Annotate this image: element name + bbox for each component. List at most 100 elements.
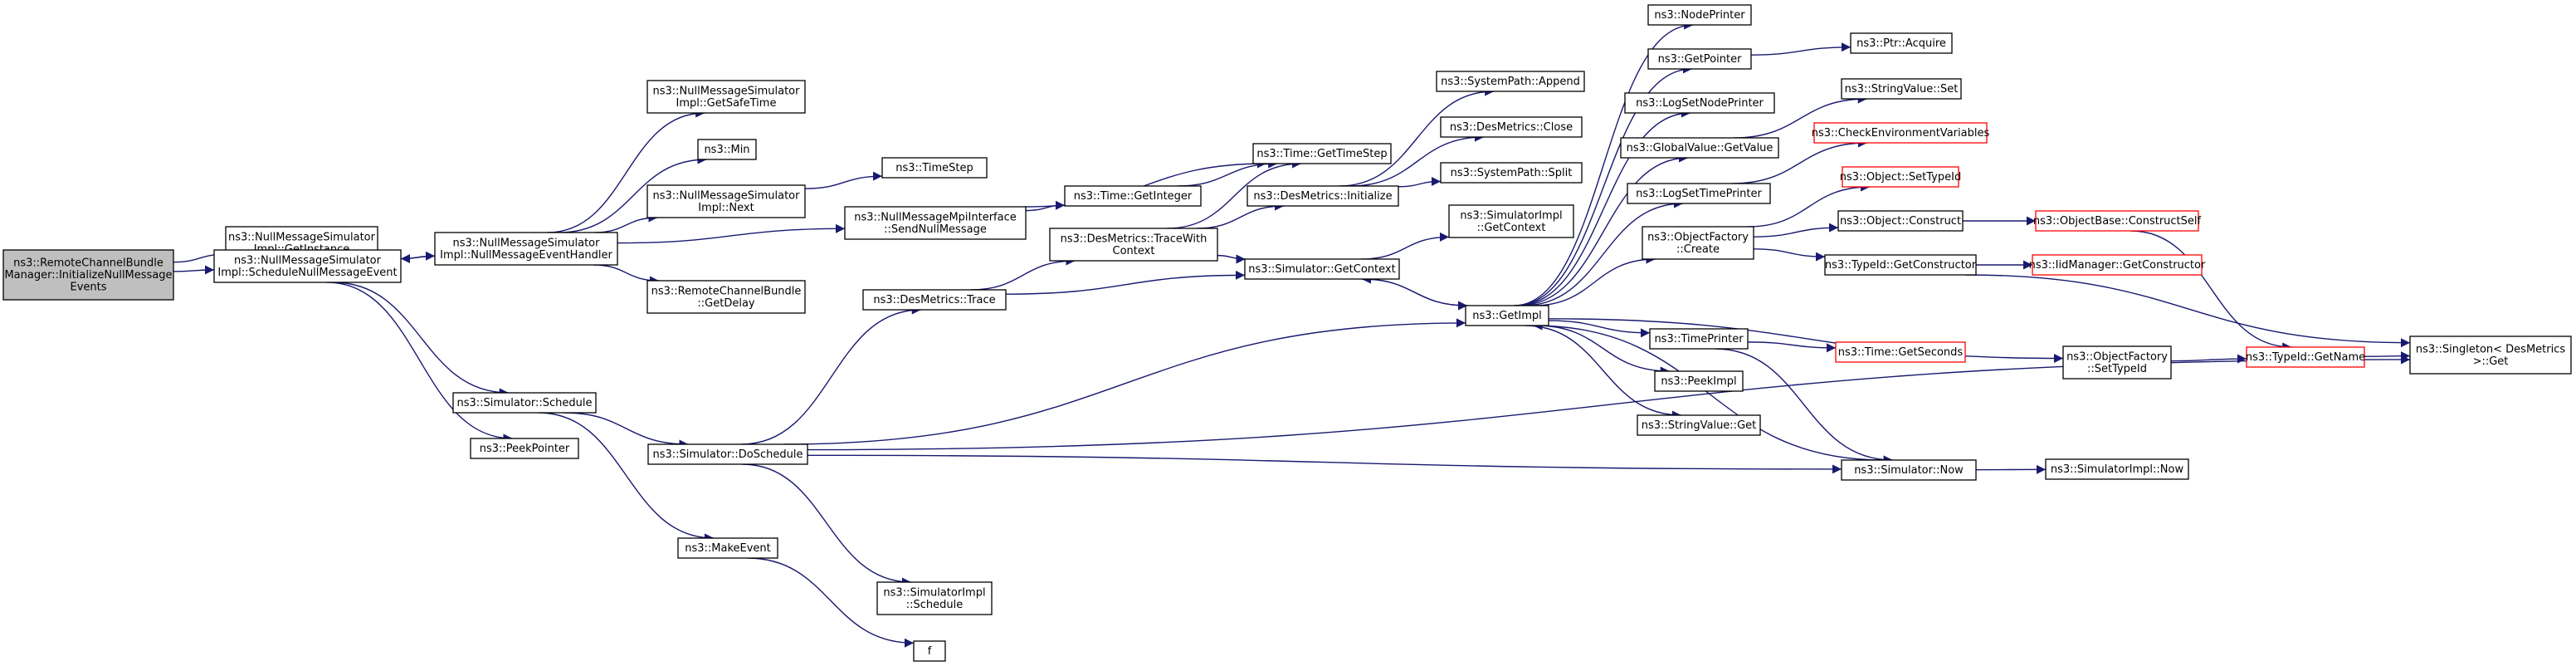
node-desClose[interactable]: ns3::DesMetrics::Close <box>1440 116 1583 138</box>
node-label-line: ns3::NullMessageSimulator <box>653 85 801 97</box>
node-simGetContext[interactable]: ns3::Simulator::GetContext <box>1244 258 1400 280</box>
node-label-line: ns3::Simulator::Schedule <box>456 397 592 409</box>
node-typeIdGetName[interactable]: ns3::TypeId::GetName <box>2246 346 2365 368</box>
node-box <box>1654 370 1744 392</box>
node-box <box>1642 226 1754 260</box>
node-checkEnvVars[interactable]: ns3::CheckEnvironmentVariables <box>1812 122 1990 144</box>
node-box <box>1835 341 1966 363</box>
node-objFactoryCreate[interactable]: ns3::ObjectFactory::Create <box>1642 226 1754 260</box>
node-timeGetInteger[interactable]: ns3::Time::GetInteger <box>1064 185 1202 207</box>
node-nmsGetSafeTime[interactable]: ns3::NullMessageSimulatorImpl::GetSafeTi… <box>646 80 806 114</box>
node-label-line: ns3::ObjectFactory <box>1647 231 1749 243</box>
node-desTrace[interactable]: ns3::DesMetrics::Trace <box>862 289 1007 311</box>
edge-nmsNMEHandler-to-rcbGetDelay <box>593 264 659 286</box>
node-simImplSchedule[interactable]: ns3::SimulatorImpl::Schedule <box>876 581 993 615</box>
node-nodePrinter[interactable]: ns3::NodePrinter <box>1647 4 1752 26</box>
node-getImpl[interactable]: ns3::GetImpl <box>1465 305 1549 326</box>
node-sendNullMsg[interactable]: ns3::NullMessageMpiInterface::SendNullMe… <box>844 206 1027 240</box>
edge-getImpl-to-objFactoryCreate <box>1533 254 1656 306</box>
node-timeGetSeconds[interactable]: ns3::Time::GetSeconds <box>1835 341 1966 363</box>
node-label-line: ns3::RemoteChannelBundle <box>13 257 163 270</box>
node-typeIdGetCtor[interactable]: ns3::TypeId::GetConstructor <box>1824 254 1977 276</box>
edge-nmsNMEHandler-to-nmsSchedNME <box>400 253 436 264</box>
node-nmsNMEHandler[interactable]: ns3::NullMessageSimulatorImpl::NullMessa… <box>434 232 618 266</box>
node-label-line: ns3::NodePrinter <box>1654 9 1745 22</box>
node-simDoSchedule[interactable]: ns3::Simulator::DoSchedule <box>647 443 808 465</box>
edge-objFactorySetTypeId-to-typeIdGetName <box>2170 354 2247 364</box>
node-logSetTimePrinter[interactable]: ns3::LogSetTimePrinter <box>1627 183 1771 204</box>
node-simNow[interactable]: ns3::Simulator::Now <box>1841 459 1977 481</box>
edge-arrow <box>173 265 215 275</box>
edge-arrow <box>1217 254 1246 264</box>
node-label-line: ns3::Time::GetSeconds <box>1838 346 1964 359</box>
edge-nmsNext-to-timeStep <box>804 171 883 189</box>
node-timeStep[interactable]: ns3::TimeStep <box>881 157 988 179</box>
node-label-line: ns3::Simulator::GetContext <box>1248 263 1395 276</box>
node-sysPathSplit[interactable]: ns3::SystemPath::Split <box>1440 162 1583 184</box>
node-peekPointer[interactable]: ns3::PeekPointer <box>470 438 579 459</box>
node-label-line: ::Create <box>1676 243 1720 256</box>
edge-arrow <box>538 412 715 543</box>
edge-getImpl-to-timePrinter <box>1548 320 1651 338</box>
node-singletonGet[interactable]: ns3::Singleton< DesMetrics >::Get <box>2409 336 2572 375</box>
node-svGet[interactable]: ns3::StringValue::Get <box>1637 414 1761 436</box>
node-label-line: ns3::TypeId::GetName <box>2246 351 2365 364</box>
edge-arrow <box>2130 230 2292 352</box>
edge-nmsNMEHandler-to-min <box>559 154 707 233</box>
node-rcbGetDelay[interactable]: ns3::RemoteChannelBundle::GetDelay <box>646 280 806 314</box>
node-box <box>1647 4 1752 26</box>
node-logSetNodePrinter[interactable]: ns3::LogSetNodePrinter <box>1624 92 1775 114</box>
node-timePrinter[interactable]: ns3::TimePrinter <box>1649 328 1749 350</box>
edge-arrow <box>1734 94 1867 139</box>
node-desInitialize[interactable]: ns3::DesMetrics::Initialize <box>1247 185 1399 207</box>
node-label-line: ns3::Simulator::Now <box>1854 464 1964 477</box>
node-label-line: ns3::CheckEnvironmentVariables <box>1812 127 1990 140</box>
edge-typeIdGetName-to-singletonGet <box>2364 350 2411 361</box>
node-ptrAcquire[interactable]: ns3::Ptr::Acquire <box>1850 32 1953 54</box>
node-root[interactable]: ns3::RemoteChannelBundleManager::Initial… <box>2 249 174 301</box>
node-objBaseConstructSelf[interactable]: ns3::ObjectBase::ConstructSelf <box>2033 210 2202 232</box>
nodes-layer: ns3::RemoteChannelBundleManager::Initial… <box>2 4 2572 662</box>
node-sysPathAppend[interactable]: ns3::SystemPath::Append <box>1436 71 1585 92</box>
edge-desTraceWithCtx-to-desInitialize <box>1196 201 1285 229</box>
edge-desTrace-to-desTraceWithCtx <box>970 256 1076 291</box>
node-gvGetValue[interactable]: ns3::GlobalValue::GetValue <box>1620 137 1779 159</box>
node-objConstruct[interactable]: ns3::Object::Construct <box>1837 210 1964 232</box>
node-label-line: ns3::GetPointer <box>1658 53 1742 66</box>
node-simSchedule[interactable]: ns3::Simulator::Schedule <box>452 392 597 414</box>
node-objFactorySetTypeId[interactable]: ns3::ObjectFactory::SetTypeId <box>2062 345 2172 380</box>
node-label-line: ns3::ObjectFactory <box>2066 350 2168 363</box>
node-svSet[interactable]: ns3::StringValue::Set <box>1841 78 1962 100</box>
node-nmsSchedNME[interactable]: ns3::NullMessageSimulatorImpl::ScheduleN… <box>213 249 402 283</box>
edge-arrow <box>1196 201 1285 229</box>
node-iidMgrGetCtor[interactable]: ns3::IidManager::GetConstructor <box>2029 254 2206 276</box>
node-label-line: ns3::NullMessageSimulator <box>653 189 801 202</box>
node-peekImpl[interactable]: ns3::PeekImpl <box>1654 370 1744 392</box>
node-simImplNow[interactable]: ns3::SimulatorImpl::Now <box>2045 458 2189 480</box>
edge-arrow <box>741 305 921 445</box>
edge-makeEvent-to-f <box>747 557 915 648</box>
node-box <box>1624 92 1775 114</box>
edge-arrow <box>1515 64 1692 306</box>
node-label-line: ns3::Time::GetInteger <box>1074 190 1193 203</box>
node-box <box>1440 162 1583 184</box>
node-label-line: ns3::SystemPath::Split <box>1451 167 1573 179</box>
node-min[interactable]: ns3::Min <box>697 139 757 160</box>
node-timeGetTimeStep[interactable]: ns3::Time::GetTimeStep <box>1252 143 1392 164</box>
edge-arrow <box>1750 42 1852 56</box>
edge-getImpl-to-simGetContext <box>1361 274 1468 306</box>
node-objSetTypeId[interactable]: ns3::Object::SetTypeId <box>1840 166 1961 188</box>
edge-typeIdGetCtor-to-singletonGet <box>1965 274 2411 348</box>
node-label-line: ns3::NullMessageSimulator <box>228 231 376 243</box>
node-box <box>213 249 402 283</box>
node-simImplGetContext[interactable]: ns3::SimulatorImpl::GetContext <box>1448 204 1574 238</box>
node-makeEvent[interactable]: ns3::MakeEvent <box>677 537 778 559</box>
edge-simSchedule-to-simDoSchedule <box>564 412 689 449</box>
node-box <box>1837 210 1964 232</box>
edge-arrow <box>559 154 707 233</box>
node-getPointer[interactable]: ns3::GetPointer <box>1647 48 1752 70</box>
node-f[interactable]: f <box>913 640 946 662</box>
